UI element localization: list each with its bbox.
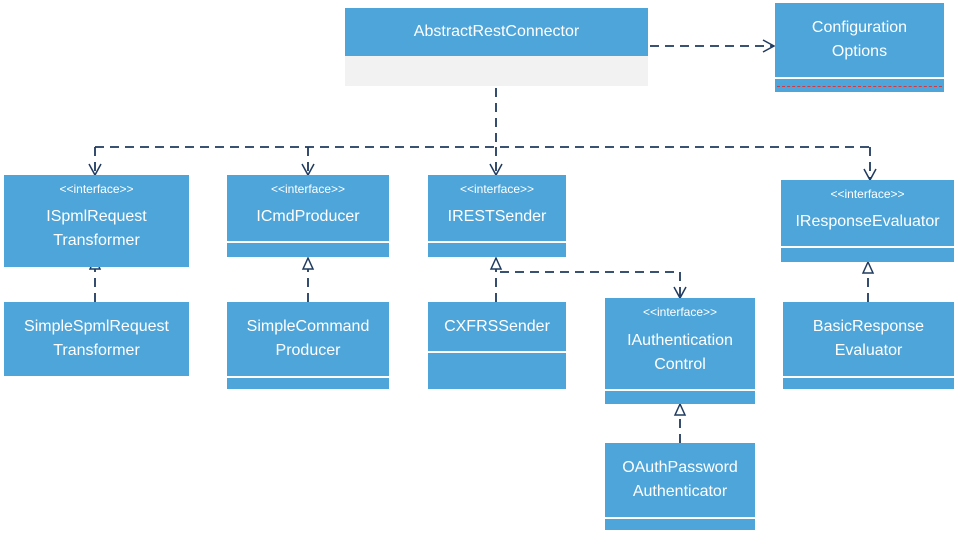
class-configuration-options[interactable]: Configuration Options — [775, 3, 944, 92]
class-name-line1: BasicResponse — [812, 318, 925, 335]
compartment-separator — [227, 241, 389, 243]
class-name: IRESTSender — [447, 208, 547, 225]
class-name-line2: Transformer — [53, 232, 140, 249]
compartment-separator — [781, 246, 954, 248]
class-name: IResponseEvaluator — [795, 213, 940, 230]
class-name-line1: SimpleSpmlRequest — [24, 318, 169, 335]
stereotype-label: <<interface>> — [642, 305, 718, 319]
class-simple-spml-request-transformer[interactable]: SimpleSpmlRequest Transformer — [4, 302, 189, 376]
class-name-line1: Configuration — [811, 19, 908, 36]
class-name-line1: OAuthPassword — [622, 459, 738, 476]
class-name-line2: Authenticator — [632, 483, 728, 500]
interface-iauthentication-control[interactable]: <<interface>> IAuthentication Control — [605, 298, 755, 404]
compartment-separator — [428, 351, 566, 353]
class-name-line2: Evaluator — [834, 342, 903, 359]
class-name-line2: Producer — [275, 342, 341, 359]
class-name-line1: ISpmlRequest — [46, 208, 147, 225]
dashed-separator — [777, 86, 942, 87]
class-name-line1: SimpleCommand — [246, 318, 370, 335]
stereotype-label: <<interface>> — [830, 187, 905, 201]
class-oauth-password-authenticator[interactable]: OAuthPassword Authenticator — [605, 443, 755, 530]
compartment-separator — [605, 517, 755, 519]
interface-icmd-producer[interactable]: <<interface>> ICmdProducer — [227, 175, 389, 257]
class-name-line2: Options — [831, 43, 888, 60]
class-name-line1: IAuthentication — [627, 332, 733, 349]
interface-iresponse-evaluator[interactable]: <<interface>> IResponseEvaluator — [781, 180, 954, 262]
compartment-separator — [775, 77, 944, 79]
class-name: AbstractRestConnector — [413, 23, 580, 40]
interface-irest-sender[interactable]: <<interface>> IRESTSender — [428, 175, 566, 257]
compartment-separator — [605, 389, 755, 391]
class-name-line2: Control — [654, 356, 706, 373]
class-name-line2: Transformer — [53, 342, 140, 359]
stereotype-label: <<interface>> — [270, 182, 346, 196]
stereotype-label: <<interface>> — [459, 182, 535, 196]
compartment-separator — [783, 376, 954, 378]
class-name: CXFRSSender — [444, 318, 550, 335]
class-name: ICmdProducer — [256, 208, 360, 225]
stereotype-label: <<interface>> — [59, 182, 134, 196]
compartment-separator — [428, 241, 566, 243]
dependency-iauthentication — [500, 271, 687, 300]
class-simple-command-producer[interactable]: SimpleCommand Producer — [227, 302, 389, 389]
class-cxfrs-sender[interactable]: CXFRSSender — [428, 302, 566, 389]
class-body — [345, 56, 648, 86]
compartment-separator — [227, 376, 389, 378]
interface-ispml-request-transformer[interactable]: <<interface>> ISpmlRequest Transformer — [4, 175, 189, 267]
class-abstract-rest-connector[interactable]: AbstractRestConnector — [345, 8, 648, 86]
class-basic-response-evaluator[interactable]: BasicResponse Evaluator — [783, 302, 954, 389]
